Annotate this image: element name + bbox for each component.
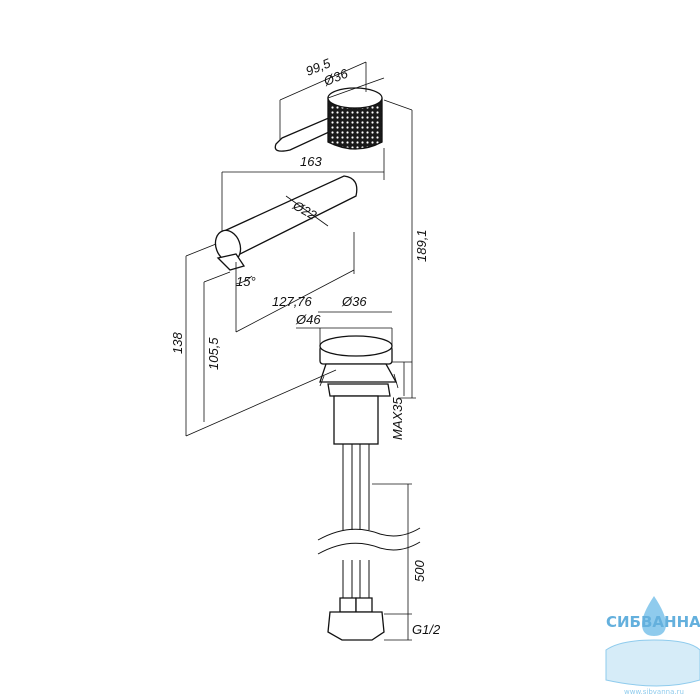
label-connection: G1/2	[412, 622, 441, 637]
label-body-diameter: Ø36	[341, 294, 367, 309]
supply-hoses	[317, 444, 421, 641]
spout	[214, 175, 358, 271]
watermark-logo: СИБВАННА www.sibvanna.ru	[605, 596, 700, 696]
bathtub-icon	[605, 639, 700, 687]
handle-lever	[274, 113, 343, 152]
spout-aerator	[216, 253, 246, 271]
label-outlet-height: 105,5	[206, 337, 221, 370]
faucet-base	[319, 335, 399, 445]
handle-top	[327, 87, 383, 109]
water-drop-icon	[642, 596, 666, 636]
label-spout-height: 138	[170, 332, 185, 354]
watermark-url: www.sibvanna.ru	[624, 688, 684, 696]
dimension-lines	[185, 61, 416, 641]
watermark-brand: СИБВАННА	[606, 613, 700, 631]
label-spout-angle: 15°	[236, 274, 256, 289]
label-max-counter: MAX35	[390, 397, 405, 440]
hose-nut	[327, 611, 385, 641]
label-base-diameter: Ø46	[295, 312, 321, 327]
label-spout-reach: 127,76	[272, 294, 313, 309]
label-hose-length: 500	[412, 560, 427, 582]
spout-tube	[221, 175, 358, 257]
label-spout-length: 163	[300, 154, 322, 169]
label-total-height: 189,1	[414, 229, 429, 262]
